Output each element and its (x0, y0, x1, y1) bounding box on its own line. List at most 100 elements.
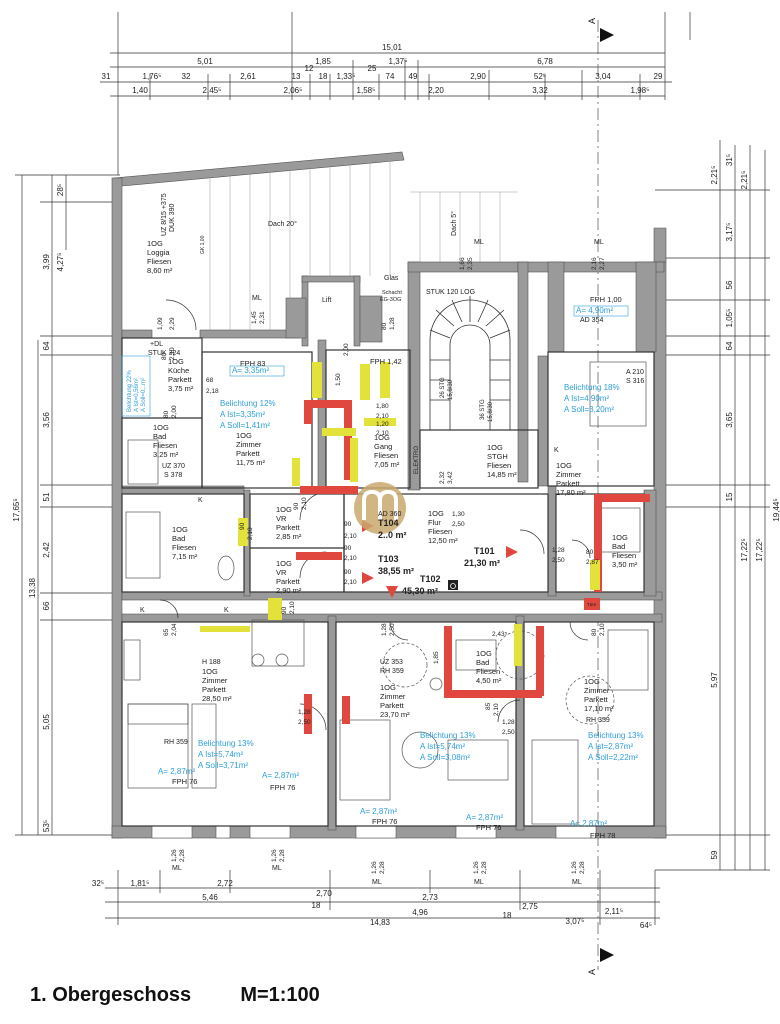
dim-left-mid: 53⁵ (42, 820, 51, 832)
annotation-uz370: S 378 (164, 472, 182, 479)
brand-logo (354, 482, 406, 534)
svg-text:2,00: 2,00 (343, 343, 350, 356)
dim-top-r4: 1,40 (132, 86, 148, 95)
annotation-lift: Lift (322, 297, 331, 304)
svg-text:Fliesen: Fliesen (428, 527, 452, 536)
dim-bottom-r2: 2,11⁵ (605, 907, 623, 916)
left-dimension-texts: 17,65⁵ 13,38 4,27⁵ 3,99 64 3,56 51 2,42 … (12, 184, 65, 832)
room-labels: 1OG Loggia Fliesen 8,60 m² 1OG Küche Par… (147, 239, 638, 719)
svg-text:2,27: 2,27 (599, 257, 606, 270)
dim-right-mid: 2,21⁵ (740, 171, 749, 190)
svg-text:1,26: 1,26 (473, 861, 480, 874)
room-bad-top-left: 1OG Bad Fliesen 3,25 m² (153, 423, 179, 459)
svg-text:Bad: Bad (153, 432, 166, 441)
svg-text:A Soll=3,08m²: A Soll=3,08m² (420, 753, 470, 762)
room-bad-left: 1OG Bad Fliesen 7,15 m² (172, 525, 198, 561)
room-zimmer-17-8: 1OG Zimmer Parkett 17,80 m² (556, 461, 586, 497)
svg-text:2,28: 2,28 (179, 849, 186, 862)
svg-text:Flur: Flur (428, 518, 441, 527)
dim-left-mid: 2,42 (42, 542, 51, 558)
svg-text:1,45: 1,45 (251, 311, 258, 324)
annotation-stuk324: STUK 324 (148, 350, 180, 357)
svg-text:65: 65 (163, 628, 170, 636)
annotation-schacht: Schacht (382, 290, 402, 296)
dim-right-mid: 3,65 (725, 412, 734, 428)
annotation-uz353: RH 359 (380, 668, 404, 675)
svg-text:STGH: STGH (487, 452, 508, 461)
svg-text:1OG: 1OG (168, 357, 184, 366)
belichtung-13-a: Belichtung 13% A Ist=5,74m² A Soll=3,71m… (198, 739, 254, 770)
svg-text:1OG: 1OG (556, 461, 572, 470)
annotation-uz353: UZ 353 (380, 659, 403, 666)
svg-text:2,28: 2,28 (379, 861, 386, 874)
annotation-rh359: RH 359 (586, 717, 610, 724)
window-area: A= 2,87m² (570, 819, 607, 828)
bottom-dimension-texts: 32⁵ 1,81⁵ 2,72 2,70 2,73 2,75 5,46 18 4,… (92, 879, 652, 930)
svg-text:2,10: 2,10 (493, 703, 500, 716)
dim-top-r3: 52⁵ (534, 72, 546, 81)
svg-text:2,35: 2,35 (467, 257, 474, 270)
dim-bottom-r1: 2,75 (522, 902, 538, 911)
svg-text:2,10: 2,10 (169, 347, 176, 360)
svg-text:28,50 m²: 28,50 m² (202, 694, 232, 703)
svg-text:Belichtung 12%: Belichtung 12% (220, 399, 276, 408)
svg-text:Zimmer: Zimmer (584, 686, 610, 695)
svg-text:Belichtung 18%: Belichtung 18% (564, 383, 620, 392)
svg-text:2,10: 2,10 (289, 601, 296, 614)
svg-text:8,60 m²: 8,60 m² (147, 266, 173, 275)
dim-left-mid: 3,56 (42, 412, 51, 428)
svg-text:80: 80 (163, 410, 170, 418)
svg-text:14,85 m²: 14,85 m² (487, 470, 517, 479)
fph-label: FPH 76 (372, 817, 397, 826)
svg-text:80: 80 (161, 352, 168, 360)
annotation-k: K (198, 497, 203, 504)
svg-text:Bad: Bad (612, 542, 625, 551)
svg-text:A Soll=2,22m²: A Soll=2,22m² (588, 753, 638, 762)
fph-label: FPH 83 (240, 359, 265, 368)
window-area-labels: A= 3,35m² A= 4,90m² A= 2,87m² A= 2,87m² … (158, 306, 613, 828)
section-label-top: A (587, 18, 597, 24)
svg-text:3,25 m²: 3,25 m² (153, 450, 179, 459)
svg-text:7,05 m²: 7,05 m² (374, 460, 400, 469)
svg-text:2,18: 2,18 (206, 388, 219, 395)
room-vr-1: 1OG VR Parkett 2,85 m² (276, 505, 302, 541)
svg-text:Küche: Küche (168, 366, 189, 375)
bottom-windows (151, 825, 597, 839)
svg-text:2,10: 2,10 (599, 623, 606, 636)
svg-text:2,87: 2,87 (586, 559, 599, 566)
svg-text:A Ist=4,90m²: A Ist=4,90m² (564, 394, 609, 403)
svg-text:2,10: 2,10 (344, 533, 357, 540)
unit-t102-area: 45,30 m² (402, 586, 438, 596)
right-dimension-lines (655, 140, 770, 871)
room-flur: 1OG Flur Fliesen 12,50 m² (428, 509, 458, 545)
annotation-tuer: Türe (587, 602, 597, 607)
annotation-ml: ML (474, 879, 484, 886)
annotation-k: K (554, 447, 559, 454)
svg-text:2,10: 2,10 (247, 527, 254, 540)
dim-right-mid: 15 (725, 492, 734, 501)
svg-text:80: 80 (586, 549, 594, 556)
room-bad-3-5: 1OG Bad Fliesen 3,50 m² (612, 533, 638, 569)
dim-top-r3: 2,90 (470, 72, 486, 81)
svg-text:A Ist=5,74m²: A Ist=5,74m² (198, 750, 243, 759)
svg-text:90: 90 (344, 569, 352, 576)
svg-text:68: 68 (206, 377, 214, 384)
dim-bottom-r2: 5,46 (202, 893, 218, 902)
dim-right-mid: 59 (710, 850, 719, 859)
dim-left-mid: 5,05 (42, 714, 51, 730)
annotation-k: K (224, 607, 229, 614)
svg-text:Parkett: Parkett (556, 479, 581, 488)
svg-text:Parkett: Parkett (276, 523, 301, 532)
annotation-stg-a: 26 STG (440, 377, 446, 398)
svg-text:Parkett: Parkett (584, 695, 609, 704)
dim-left-small: 28⁵ (56, 184, 65, 196)
unit-t104-area: 2..0 m² (378, 530, 407, 540)
ad-label: AD 354 (580, 317, 603, 324)
svg-text:1OG: 1OG (612, 533, 628, 542)
red-walls (296, 400, 650, 734)
svg-text:1,26: 1,26 (171, 849, 178, 862)
fph-label: FPH 76 (476, 823, 501, 832)
svg-text:1OG: 1OG (374, 433, 390, 442)
svg-text:Fliesen: Fliesen (476, 667, 500, 676)
